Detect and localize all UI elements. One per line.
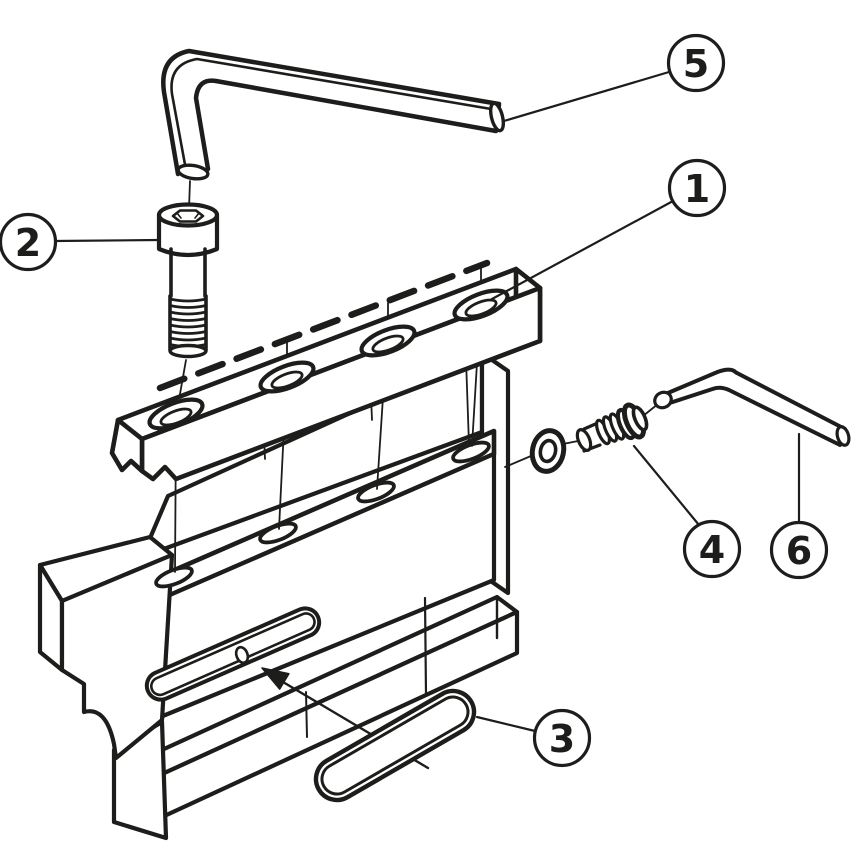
callout-4-label: 4 <box>699 528 725 572</box>
leader-1 <box>490 199 675 301</box>
callout-2: 2 <box>0 212 58 272</box>
thread-lines <box>168 297 208 348</box>
callout-5: 5 <box>666 33 726 93</box>
threaded-plug <box>575 402 649 453</box>
hex-socket-icon <box>171 209 205 223</box>
callout-5-label: 5 <box>683 42 709 86</box>
leader-3 <box>475 715 537 733</box>
callout-6-label: 6 <box>786 529 812 573</box>
cap-screw <box>156 202 220 359</box>
callout-leaders <box>53 70 801 733</box>
callout-3-label: 3 <box>549 717 575 761</box>
callout-1-label: 1 <box>684 167 710 211</box>
hex-key-large-icon <box>161 48 506 181</box>
callout-3: 3 <box>532 708 592 768</box>
callout-1: 1 <box>667 158 727 218</box>
hex-key-small-icon <box>653 367 851 447</box>
callout-6: 6 <box>769 520 829 580</box>
washer-icon <box>529 428 567 474</box>
leader-4 <box>632 444 701 527</box>
callout-2-label: 2 <box>15 221 41 265</box>
callout-4: 4 <box>682 519 742 579</box>
seal-strip <box>313 688 477 803</box>
leader-5 <box>502 70 671 123</box>
clamp-plate-hole-icons <box>147 288 510 431</box>
front-slot-icon <box>144 606 322 702</box>
leader-2 <box>53 238 160 243</box>
tool-block <box>37 350 520 841</box>
rail-hole-icons <box>154 440 491 589</box>
dashed-seat-line <box>156 259 491 392</box>
clamp-plate <box>109 266 543 482</box>
